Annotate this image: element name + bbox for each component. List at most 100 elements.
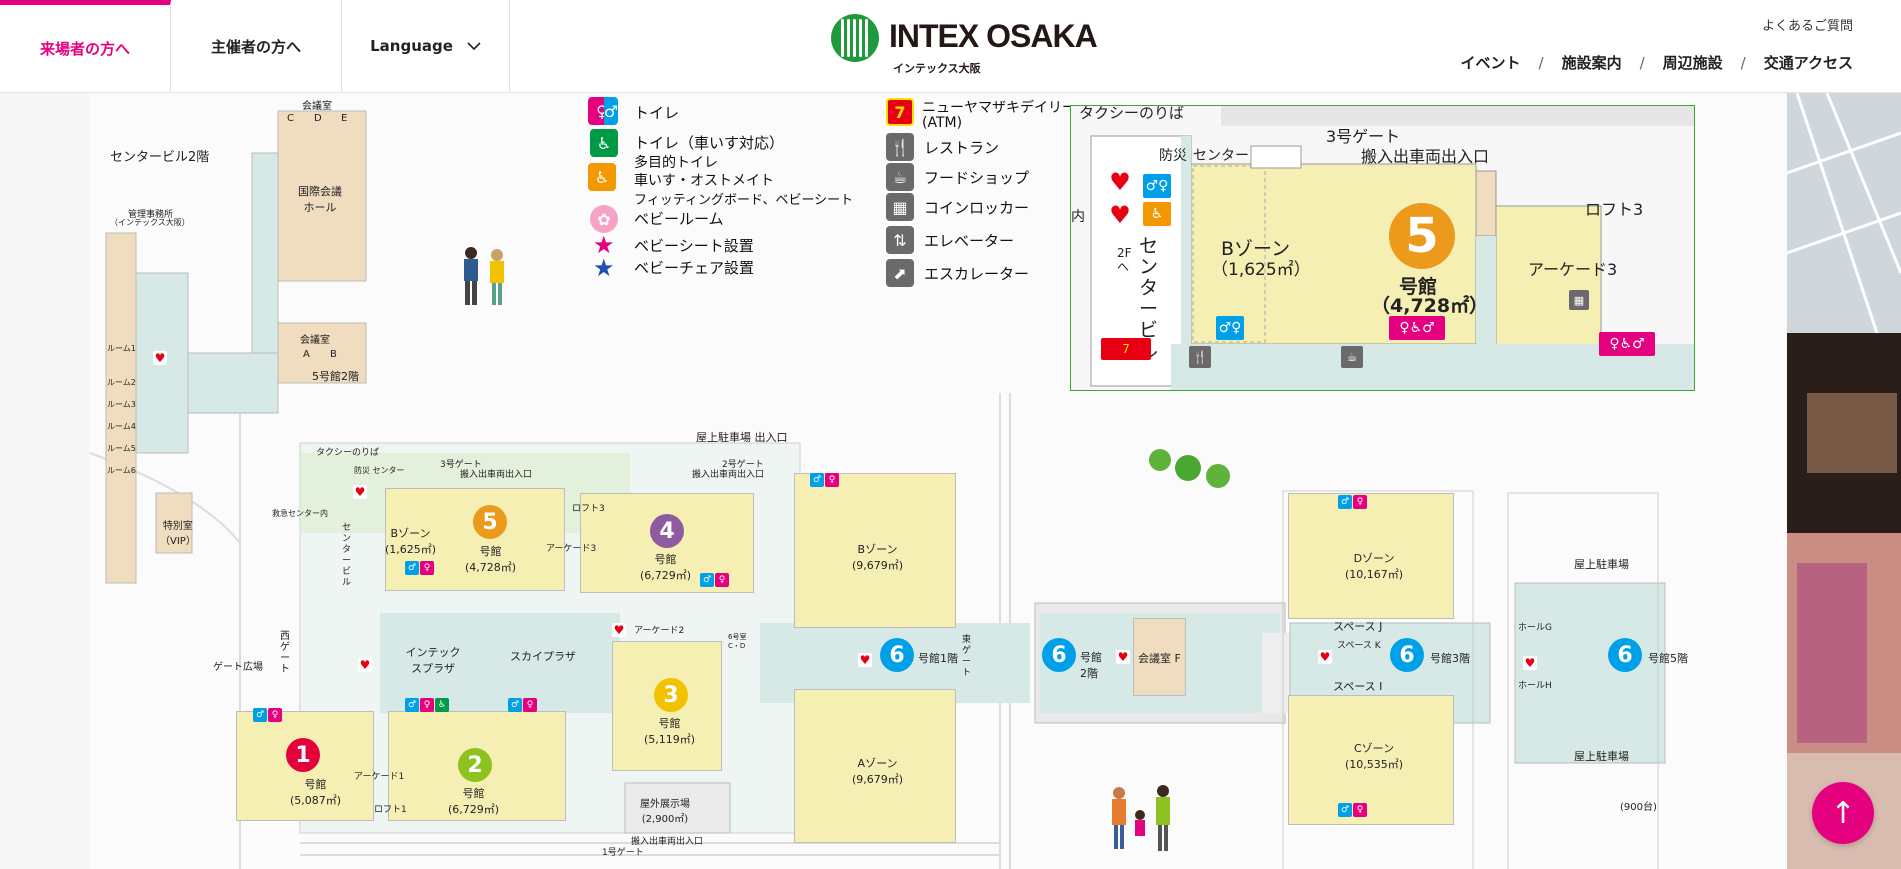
aed-icon: ♥ <box>1523 656 1537 670</box>
rooms-list: ルーム1 ルーム2 ルーム3 ルーム4 ルーム5 ルーム6 <box>107 338 136 482</box>
wheelchair-restroom-icon: ♿ <box>590 129 618 157</box>
restroom-icon: ♂ <box>405 698 419 712</box>
space-i-label: スペース I <box>1333 680 1383 693</box>
gate-3-label: 3号ゲート <box>440 460 482 470</box>
room-6-cd-label: 6号室 C・D <box>728 633 747 650</box>
hall-6-c-zone[interactable] <box>1288 695 1454 825</box>
gate-1-label: 1号ゲート <box>602 848 644 858</box>
restroom-icon: ♀ <box>420 698 434 712</box>
room-2: ルーム2 <box>107 378 136 387</box>
meeting-room-d: D <box>314 113 322 124</box>
nav-access[interactable]: 交通アクセス <box>1763 54 1853 72</box>
space-k-label: スペース K <box>1337 641 1381 651</box>
zoom-restroom-icon: ♂♀ <box>1143 174 1171 198</box>
floor-map-section: 1 2 3 4 5 6 6 6 6 号館(5,087㎡) 号館(6,729㎡) … <box>0 93 1901 869</box>
baby-seat-star-icon: ★ <box>593 231 615 259</box>
restroom-icon: ♀ <box>1353 495 1367 509</box>
restroom-icon: ♀ <box>523 698 537 712</box>
loft-1-label: ロフト1 <box>374 805 407 815</box>
faq-link[interactable]: よくあるご質問 <box>1761 19 1853 34</box>
arcade-1-label: アーケード1 <box>354 772 405 782</box>
nav-separator: / <box>1538 53 1544 72</box>
tab-organizers-label: 主催者の方へ <box>210 37 301 56</box>
zoom-nai-label: 内 <box>1071 209 1085 225</box>
hall-5-number: 5 <box>473 505 507 539</box>
chevron-down-icon <box>467 42 481 51</box>
hall-6-2f-label: 号館 2階 <box>1080 651 1102 680</box>
aed-icon: ♥ <box>612 623 626 637</box>
venue-photo <box>1787 93 1901 869</box>
zoom-center-label: センター <box>1193 148 1249 164</box>
meeting-room-f[interactable] <box>1133 618 1186 696</box>
hall-6-a-zone[interactable] <box>794 689 956 843</box>
legend-baby-seat: ベビーシート設置 <box>634 237 754 255</box>
aed-icon: ♥ <box>153 351 167 365</box>
logo-mark-icon <box>831 14 879 62</box>
legend-food-shop: フードショップ <box>924 169 1030 187</box>
nav-nearby[interactable]: 周辺施設 <box>1662 54 1723 72</box>
zoom-arcade-3-label: アーケード3 <box>1528 260 1618 279</box>
zoom-taxi-label: タクシーのりば <box>1079 105 1185 122</box>
hall-1-number: 1 <box>286 738 320 772</box>
hall-2-number: 2 <box>458 748 492 782</box>
hall-6-number-2f: 6 <box>1042 638 1076 672</box>
sky-plaza-label: スカイプラザ <box>510 650 576 663</box>
emergency-center-label: 救急センター内 <box>272 509 328 518</box>
hall-6-b-zone[interactable] <box>794 473 956 628</box>
daily-yamazaki-icon: 7 <box>886 98 914 126</box>
multipurpose-restroom-icon: ♿ <box>588 163 616 191</box>
roof-parking-entrance-label: 屋上駐車場 出入口 <box>696 431 788 444</box>
restroom-icon: ♀ <box>715 573 729 587</box>
hall-3-number: 3 <box>654 678 688 712</box>
logo-text: INTEX OSAKA <box>889 18 1098 54</box>
nav-separator: / <box>1639 53 1645 72</box>
parking-count: (900台) <box>1620 802 1657 813</box>
intex-osaka-logo[interactable]: INTEX OSAKA インテックス大阪 <box>831 14 1098 76</box>
global-nav: イベント / 施設案内 / 周辺施設 / 交通アクセス <box>1461 52 1854 73</box>
zoom-coin-locker-icon: ▦ <box>1569 290 1589 310</box>
hall-6-d-zone[interactable] <box>1288 493 1454 619</box>
hall-4-label: 号館(6,729㎡) <box>640 553 692 582</box>
restroom-icon: ♂ <box>1338 803 1352 817</box>
elevator-icon: ⇅ <box>886 226 914 254</box>
zoom-aed-icon: ♥ <box>1106 168 1134 196</box>
nav-facility[interactable]: 施設案内 <box>1561 54 1622 72</box>
zoom-inset-map[interactable]: タクシーのりば 3号ゲート 搬入出車両出入口 防災 センター ロフト3 アーケー… <box>1070 105 1695 391</box>
nav-separator: / <box>1740 53 1746 72</box>
zoom-bosai-label: 防災 <box>1159 148 1187 164</box>
room-3: ルーム3 <box>107 400 136 409</box>
meeting-room-b: B <box>330 349 337 360</box>
hall-4-number: 4 <box>650 514 684 548</box>
nav-events[interactable]: イベント <box>1460 54 1521 72</box>
legend-atm: (ATM) <box>922 115 963 131</box>
meeting-room-ab-label: 会議室 <box>300 335 330 346</box>
trees-illustration <box>1149 449 1230 488</box>
zoom-restroom-icon: ♂♀ <box>1216 316 1244 340</box>
hall-h-label: ホールH <box>1518 681 1552 691</box>
hall-6-c-zone-label: Cゾーン(10,535㎡) <box>1345 742 1404 771</box>
aed-icon: ♥ <box>1116 650 1130 664</box>
zoom-restaurant-icon: 🍴 <box>1189 346 1211 368</box>
tab-organizers[interactable]: 主催者の方へ <box>171 0 342 92</box>
zoom-zone-area: （1,625㎡） <box>1211 260 1311 280</box>
legend-restroom: トイレ <box>634 104 680 122</box>
restroom-icon: ♂ <box>700 573 714 587</box>
visitors-illustration <box>464 247 504 305</box>
meeting-room-a: A <box>303 349 310 360</box>
hall-6-3f-label: 号館3階 <box>1430 652 1470 665</box>
zoom-daily-yamazaki-icon: 7 <box>1101 338 1151 360</box>
legend-multipurpose-sub1: 車いす・オストメイト <box>634 173 774 189</box>
restroom-icon: ♂ <box>810 473 824 487</box>
legend-baby-room: ベビールーム <box>634 210 724 228</box>
restroom-icon: ♂ <box>405 561 419 575</box>
hall-2-label: 号館(6,729㎡) <box>448 787 500 816</box>
back-to-top-button[interactable]: ↑ <box>1812 782 1874 844</box>
hall-3-label: 号館(5,119㎡) <box>644 717 696 746</box>
center-building-label: センタービル <box>342 523 352 588</box>
arrow-up-icon: ↑ <box>1830 795 1856 831</box>
restroom-icon: ♀ <box>1353 803 1367 817</box>
tab-visitors[interactable]: 来場者の方へ <box>0 0 171 92</box>
language-selector[interactable]: Language <box>342 0 510 92</box>
hall-5-label: 号館(4,728㎡) <box>465 545 517 574</box>
zoom-gate-3-label: 3号ゲート <box>1326 127 1401 146</box>
